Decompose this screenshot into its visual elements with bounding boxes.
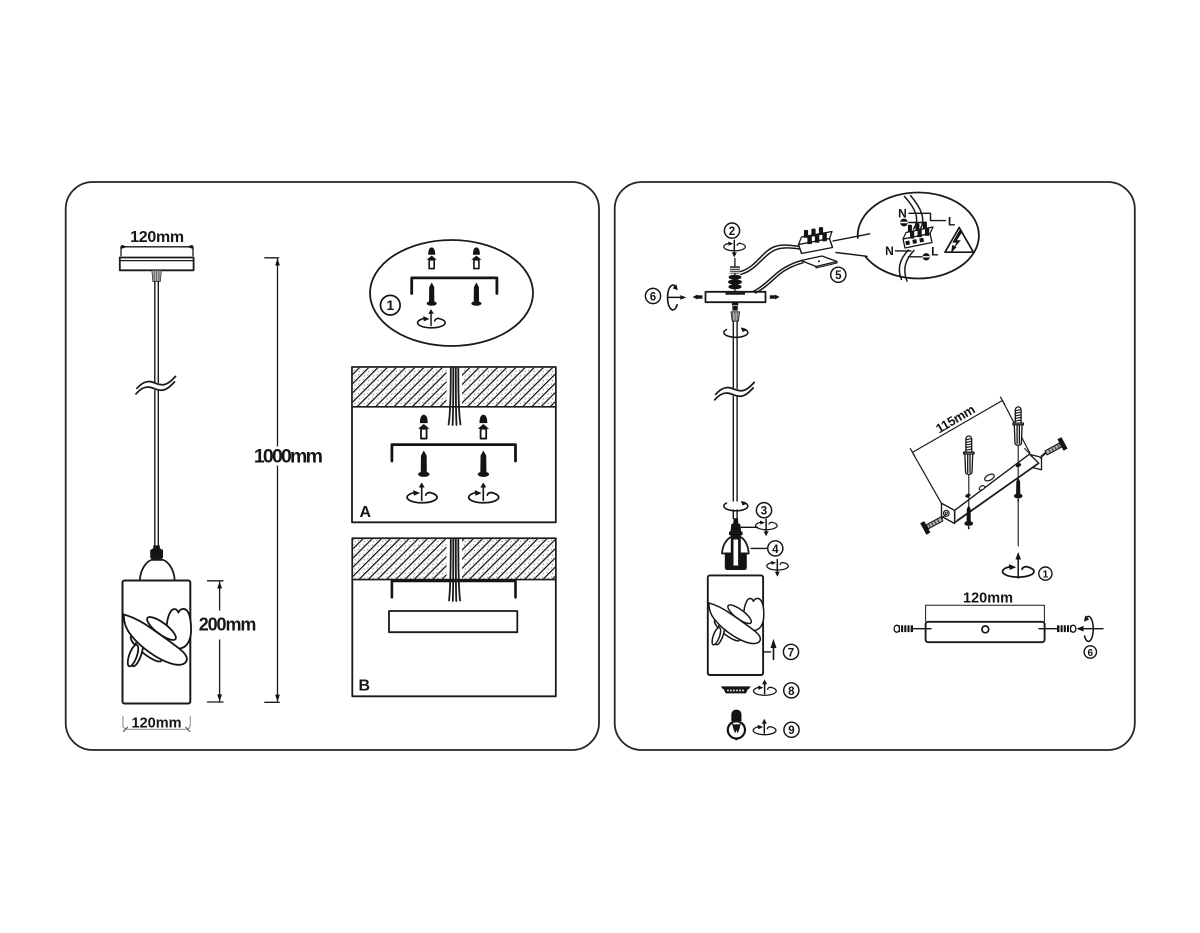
svg-text:2: 2 — [729, 226, 735, 238]
svg-text:9: 9 — [788, 725, 794, 737]
svg-text:5: 5 — [835, 270, 842, 282]
svg-text:7: 7 — [788, 647, 794, 659]
svg-text:1: 1 — [386, 297, 394, 313]
svg-text:A: A — [360, 504, 372, 521]
svg-text:3: 3 — [761, 506, 767, 518]
svg-text:6: 6 — [1088, 648, 1094, 659]
svg-text:L: L — [948, 214, 955, 228]
svg-text:200mm: 200mm — [199, 615, 256, 635]
svg-text:6: 6 — [650, 291, 656, 303]
svg-text:120mm: 120mm — [132, 715, 182, 731]
svg-text:1000mm: 1000mm — [254, 446, 323, 468]
svg-text:N: N — [898, 207, 907, 221]
svg-text:120mm: 120mm — [963, 591, 1013, 607]
svg-text:B: B — [359, 678, 371, 695]
svg-text:120mm: 120mm — [130, 229, 184, 246]
svg-text:8: 8 — [788, 686, 795, 698]
svg-text:4: 4 — [772, 544, 779, 556]
svg-text:L: L — [931, 245, 938, 259]
svg-text:N: N — [885, 244, 894, 258]
svg-text:1: 1 — [1042, 569, 1048, 581]
